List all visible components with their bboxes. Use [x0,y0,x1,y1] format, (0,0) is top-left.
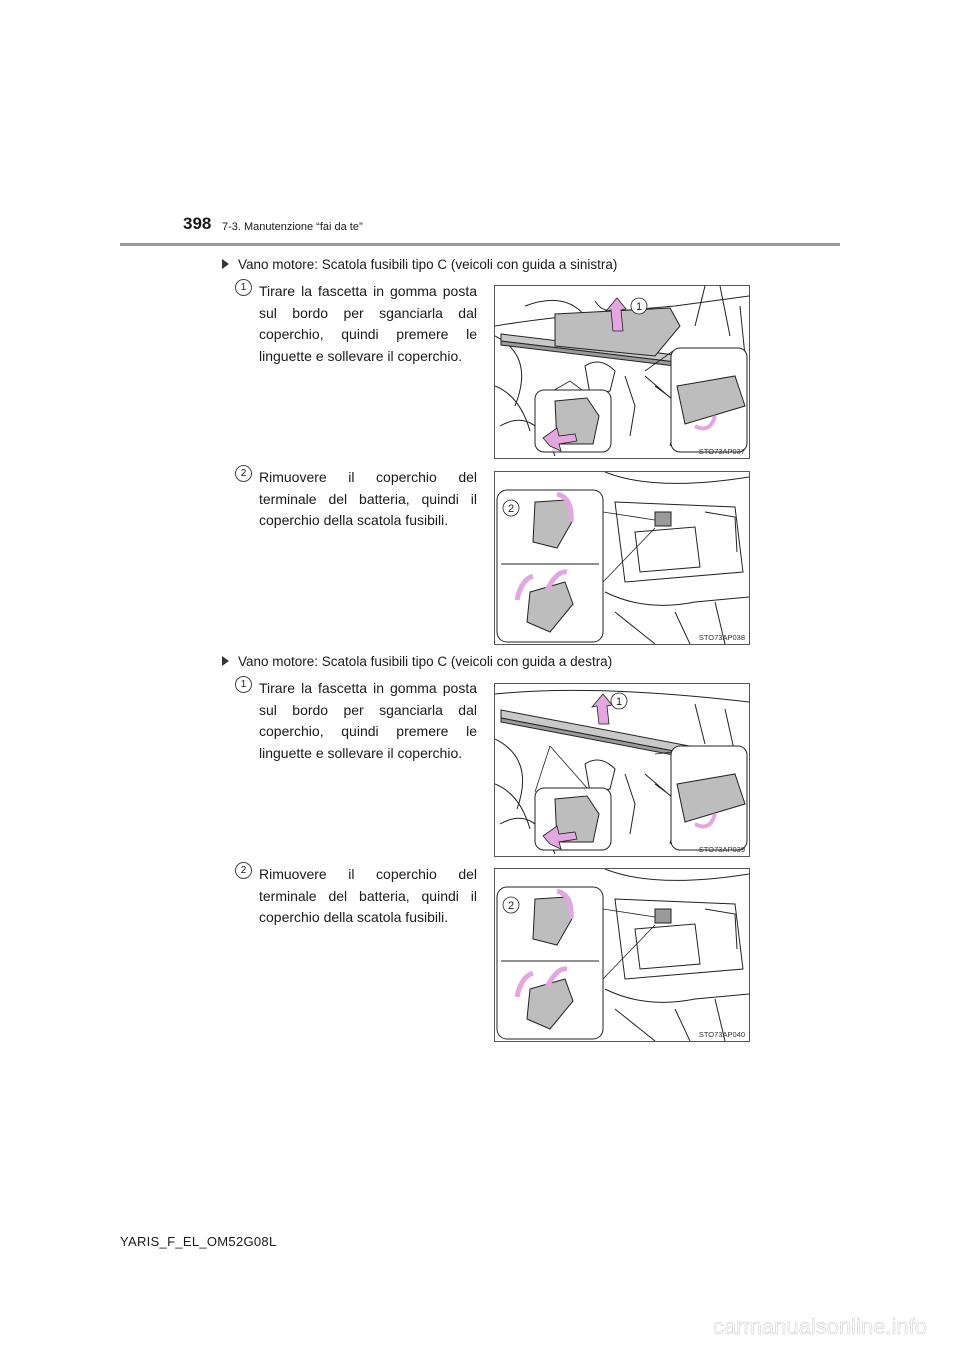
figure-battery-cover: 2 STO73AP040 [494,868,750,1042]
section-heading: Vano motore: Scatola fusibili tipo C (ve… [222,257,617,272]
engine-bay-illustration: 2 [496,472,749,644]
engine-bay-illustration: 1 [495,689,749,855]
figure-code: STO73AP040 [698,1030,745,1039]
step-text: Rimuovere il coperchio del terminale del… [259,469,477,529]
step-number: 2 [235,862,252,879]
detail-inset-left [534,787,612,851]
step-number: 1 [235,676,252,693]
battery-terminal [654,908,672,924]
page-number: 398 [183,214,212,233]
figure-fuse-cover-lift: 1 STO73AP039 [494,683,750,857]
detail-inset [496,886,604,1040]
detail-inset-left [534,389,612,453]
detail-inset-right [670,347,748,453]
engine-bay-illustration: 2 [496,869,749,1041]
step-number: 2 [235,465,252,482]
callout-number: 2 [508,900,514,912]
section-heading: Vano motore: Scatola fusibili tipo C (ve… [222,654,612,669]
bullet-triangle-icon [222,656,229,666]
detail-inset [496,489,604,643]
callout-number: 1 [636,301,642,313]
watermark-text: carmanualsonline.info [713,1314,927,1339]
step-number: 1 [235,279,252,296]
callout-circle [502,499,520,517]
callout-number: 2 [508,503,514,515]
step-text: Tirare la fascetta in gomma posta sul bo… [259,680,477,761]
figure-battery-cover: 2 STO73AP038 [494,471,750,645]
up-arrow-icon [604,297,627,332]
up-arrow-icon [590,693,613,725]
section-heading-text: Vano motore: Scatola fusibili tipo C (ve… [238,654,613,669]
section-heading-text: Vano motore: Scatola fusibili tipo C (ve… [238,257,618,272]
battery-terminal [654,511,672,527]
detail-inset-right [670,745,748,851]
callout-circle [502,896,520,914]
figure-code: STO73AP038 [698,633,745,642]
figure-code: STO73AP039 [698,845,745,854]
callout-circle [610,692,628,710]
section-title: 7-3. Manutenzione “fai da te” [222,221,363,233]
bullet-triangle-icon [222,259,229,269]
callout-circle [630,297,648,315]
fuse-box-cover [554,307,681,357]
step-text: Rimuovere il coperchio del terminale del… [259,866,477,926]
watermark-logo: carmanualsonline.info [713,1314,928,1340]
footer-code: YARIS_F_EL_OM52G08L [120,1234,277,1249]
header-rule [120,243,840,246]
step-text: Tirare la fascetta in gomma posta sul bo… [259,283,477,364]
callout-number: 1 [616,696,622,708]
figure-fuse-cover-lift: 1 STO73AP037 [494,285,750,459]
engine-bay-illustration: 1 [495,286,749,457]
figure-code: STO73AP037 [698,447,745,456]
